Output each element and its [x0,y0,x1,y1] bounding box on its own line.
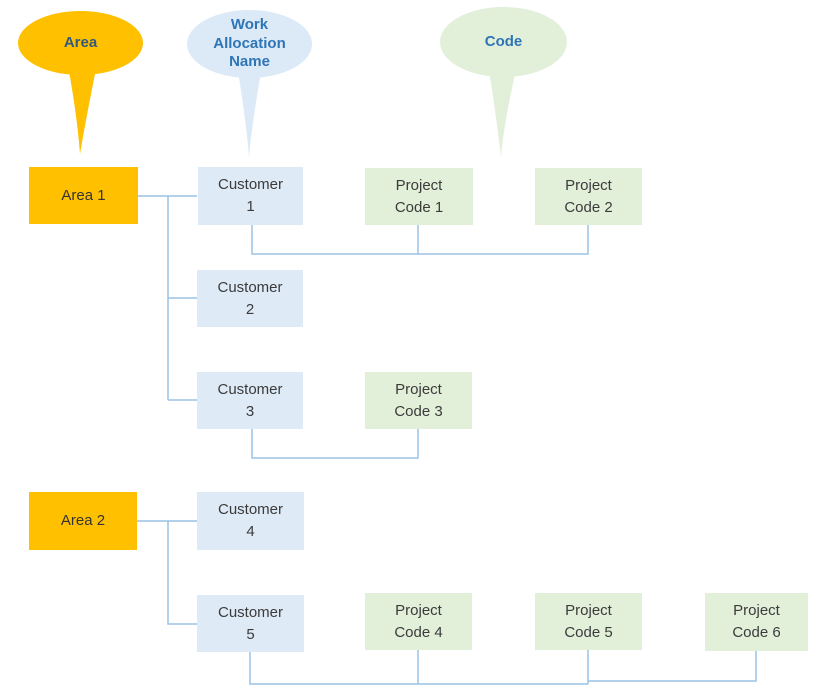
node-project-code-2: Project Code 2 [535,168,642,225]
connector-customer3-code3 [251,429,419,459]
area-callout: Area [18,11,143,75]
connector-area2-customers [137,520,197,625]
area-callout-tail [68,64,97,154]
node-customer-3: Customer 3 [197,372,303,429]
node-customer-1: Customer 1 [198,167,303,225]
connector-customer1-codes [251,225,589,255]
node-project-code-5: Project Code 5 [535,593,642,650]
connector-customer5-codes [249,650,757,685]
work-allocation-callout-tail [238,72,261,157]
node-area-2: Area 2 [29,492,137,550]
node-project-code-1: Project Code 1 [365,168,473,225]
code-callout-label: Code [484,32,523,50]
node-project-code-3: Project Code 3 [365,372,472,429]
node-project-code-4: Project Code 4 [365,593,472,650]
area-callout-label: Area [63,33,98,51]
code-callout-tail [489,70,516,157]
code-callout: Code [440,7,567,77]
work-allocation-name-callout-label: Work Allocation Name [213,15,286,71]
node-customer-4: Customer 4 [197,492,304,550]
work-allocation-name-callout: Work Allocation Name [187,10,312,78]
node-area-1: Area 1 [29,167,138,224]
connector-area1-customers [138,195,197,401]
node-customer-5: Customer 5 [197,595,304,652]
node-customer-2: Customer 2 [197,270,303,327]
node-project-code-6: Project Code 6 [705,593,808,651]
